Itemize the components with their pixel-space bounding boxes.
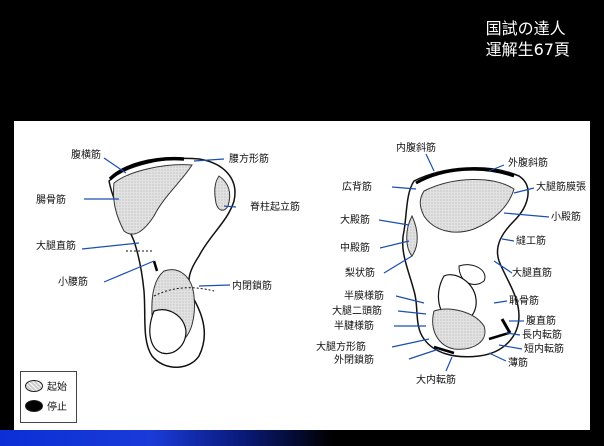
title-area: 国試の達人 運解生67頁 bbox=[0, 0, 604, 120]
title-line-1: 国試の達人 bbox=[485, 19, 566, 38]
label-daitaichoku-left: 大腿直筋 bbox=[36, 239, 76, 252]
label-gaifukushasu: 外腹斜筋 bbox=[508, 156, 548, 169]
label-chounaiten: 長内転筋 bbox=[522, 328, 562, 341]
insertion-swatch-icon bbox=[25, 399, 43, 412]
label-houkou: 縫工筋 bbox=[516, 234, 546, 247]
label-shouden: 小殿筋 bbox=[551, 210, 581, 223]
label-sekichuu: 脊柱起立筋 bbox=[250, 200, 300, 213]
diagram-panel: 腹横筋 腰方形筋 腸骨筋 脊柱起立筋 大腿直筋 小腰筋 内閉鎖筋 bbox=[14, 121, 590, 430]
label-choukotsu: 腸骨筋 bbox=[36, 193, 66, 206]
label-fukuoukin: 腹横筋 bbox=[71, 148, 101, 161]
label-chuuden: 中殿筋 bbox=[340, 241, 370, 254]
label-dainaiten: 大内転筋 bbox=[416, 373, 456, 386]
legend-origin-label: 起始 bbox=[47, 382, 67, 393]
label-naiheisa: 内閉鎖筋 bbox=[232, 279, 272, 292]
label-kouhai: 広背筋 bbox=[342, 180, 372, 193]
label-daitaichoku-right: 大腿直筋 bbox=[512, 266, 552, 279]
legend-insertion-label: 停止 bbox=[47, 402, 67, 413]
left-leader-lines bbox=[81, 157, 237, 287]
pelvis-diagram: 腹横筋 腰方形筋 腸骨筋 脊柱起立筋 大腿直筋 小腰筋 内閉鎖筋 bbox=[36, 141, 586, 386]
label-fukuchoku: 腹直筋 bbox=[526, 314, 556, 327]
legend-origin: 起始 bbox=[25, 378, 67, 393]
label-hanmakuyou: 半膜様筋 bbox=[344, 289, 384, 302]
footer-bar bbox=[0, 430, 604, 446]
right-hip-bone bbox=[402, 167, 529, 358]
label-tannaiten: 短内転筋 bbox=[524, 342, 564, 355]
legend-insertion: 停止 bbox=[25, 398, 67, 413]
label-daitaihoukei: 大腿方形筋 bbox=[316, 340, 366, 353]
label-hakkin: 薄筋 bbox=[508, 356, 528, 369]
title-line-2: 運解生67頁 bbox=[485, 40, 570, 59]
label-shouyou: 小腰筋 bbox=[58, 275, 88, 288]
label-daiden: 大殿筋 bbox=[340, 213, 370, 226]
left-hip-bone bbox=[108, 156, 236, 368]
legend: 起始 停止 bbox=[20, 371, 77, 423]
label-youhoukei: 腰方形筋 bbox=[229, 152, 269, 165]
origin-swatch-icon bbox=[25, 379, 43, 392]
slide-title: 国試の達人 運解生67頁 bbox=[486, 18, 570, 60]
label-rijou: 梨状筋 bbox=[345, 266, 375, 279]
label-gaiheisa: 外閉鎖筋 bbox=[334, 353, 374, 366]
label-daitaikinmakuchou: 大腿筋膜張 bbox=[536, 180, 586, 193]
label-hankenyou: 半腱様筋 bbox=[334, 319, 374, 332]
right-leader-lines bbox=[378, 153, 550, 372]
label-daitainitou: 大腿二頭筋 bbox=[332, 304, 382, 317]
label-chikotsu: 恥骨筋 bbox=[509, 294, 539, 307]
label-naifukushasu: 内腹斜筋 bbox=[396, 141, 436, 154]
